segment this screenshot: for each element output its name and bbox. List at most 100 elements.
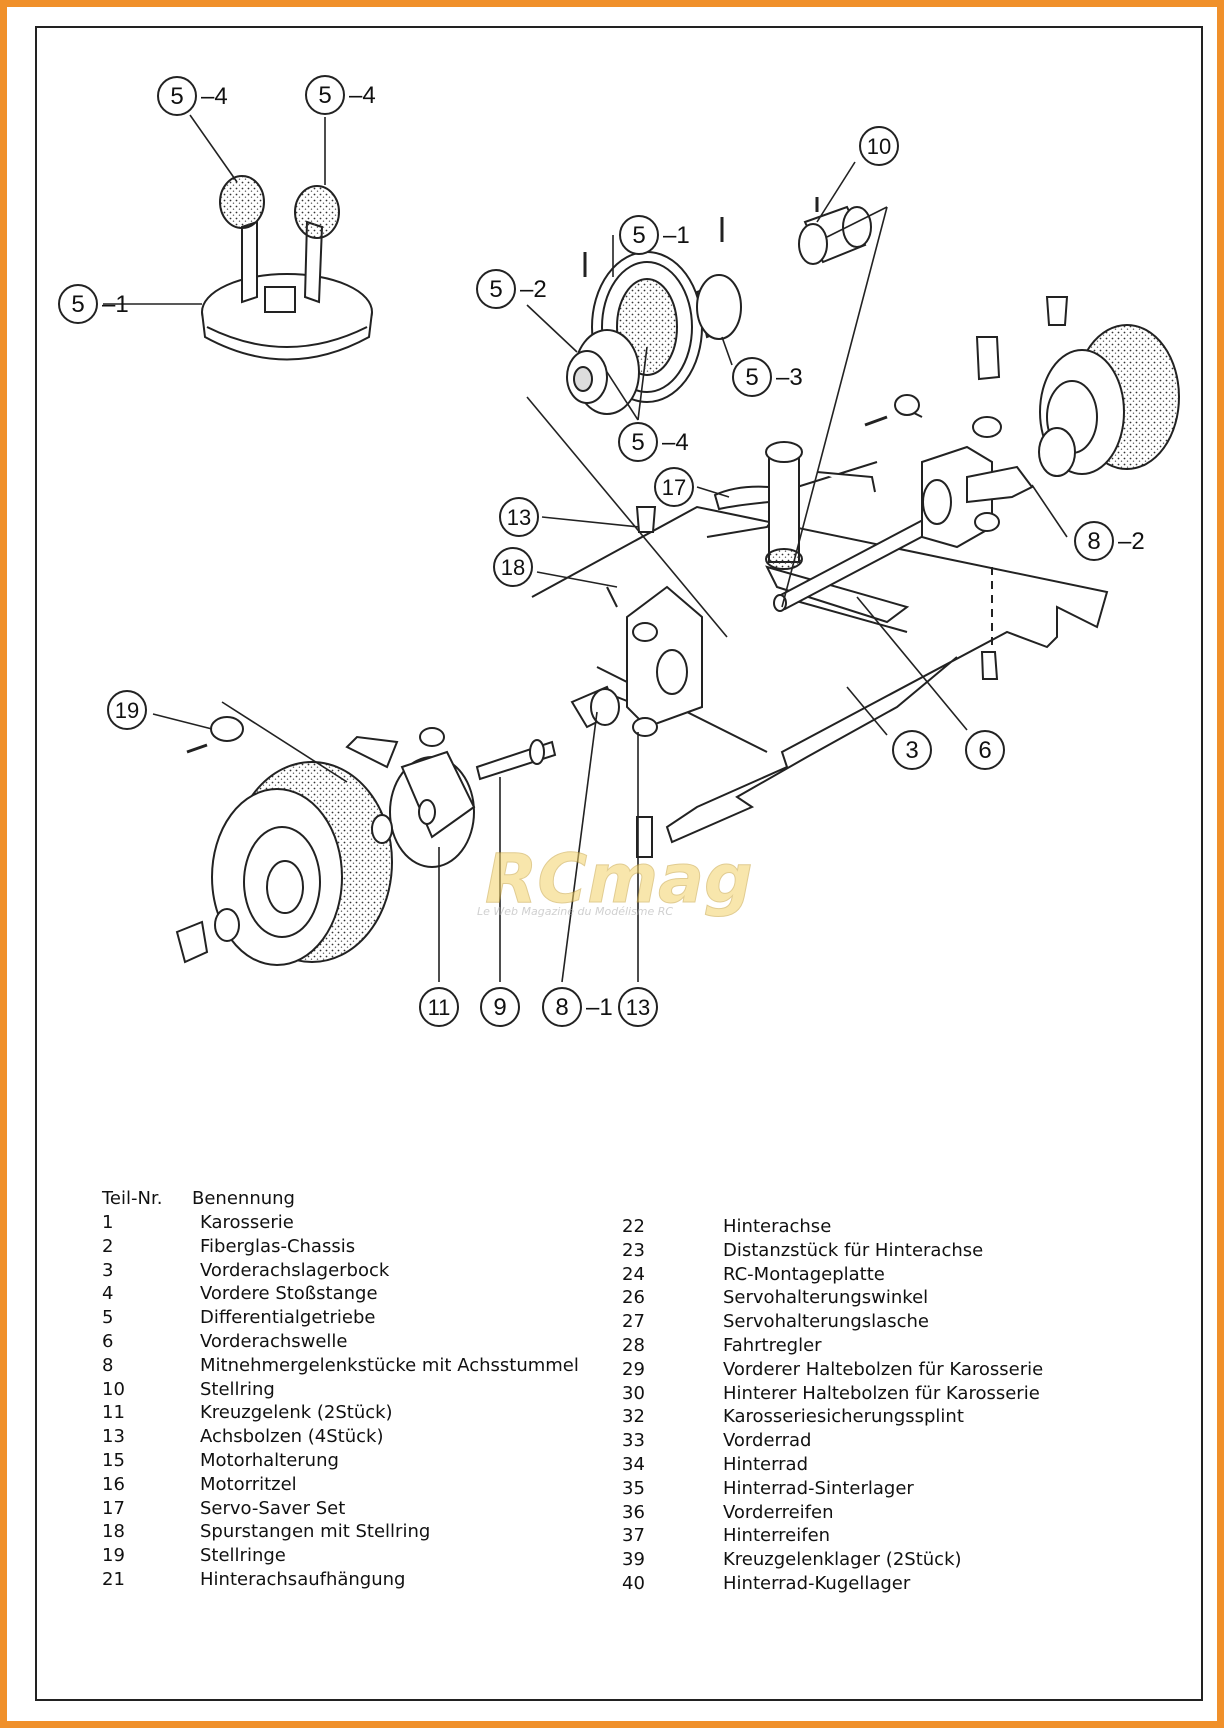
callout-number: 5: [318, 82, 331, 109]
differential-detail-inset: [201, 175, 373, 361]
callout-number: 11: [428, 995, 451, 1020]
part-name: Servo-Saver Set: [200, 1497, 346, 1519]
part-name: Karosserie: [200, 1212, 294, 1233]
part-number: 17: [102, 1497, 125, 1519]
part-number: 24: [622, 1263, 645, 1285]
watermark-tagline: Le Web Magazine du Modélisme RC: [477, 905, 673, 918]
part-name: Vorderreifen: [723, 1501, 834, 1523]
part-name: Distanzstück für Hinterachse: [723, 1239, 984, 1261]
part-name: Motorhalterung: [200, 1450, 339, 1471]
part-name: Hinterrad: [723, 1454, 809, 1475]
callout-circle: [732, 357, 772, 397]
part-name: Hinterreifen: [723, 1525, 831, 1547]
page-frame: RCmag Le Web Magazine du Modélisme RC 5–…: [7, 7, 1217, 1721]
callout-circle: [965, 730, 1005, 770]
callout-circle: [58, 284, 98, 324]
part-number: 23: [622, 1239, 645, 1261]
callout-suffix: –2: [520, 276, 547, 303]
callout-number: 18: [501, 555, 525, 580]
part-number: 35: [622, 1477, 645, 1499]
chassis-plate: [531, 461, 1109, 844]
part-name: Achsbolzen (4Stück): [200, 1426, 384, 1448]
part-name: Vorderer Haltebolzen für Karosserie: [723, 1358, 1044, 1380]
part-name: Vorderachslagerbock: [200, 1259, 390, 1281]
callout-number: 8: [555, 994, 568, 1021]
callout-circle: [157, 76, 197, 116]
callout-suffix: –2: [1118, 528, 1145, 555]
page-border: [35, 26, 1203, 1701]
part-name: Servohalterungslasche: [723, 1311, 929, 1333]
part-name: Kreuzgelenk (2Stück): [200, 1402, 393, 1424]
callout-suffix: –1: [586, 994, 613, 1021]
servo-saver: [713, 441, 876, 570]
part-name: Stellring: [200, 1378, 275, 1400]
part-name: Spurstangen mit Stellring: [200, 1521, 431, 1543]
callout-number: 19: [115, 698, 139, 723]
part-number: 3: [102, 1259, 114, 1281]
callout-circle: [618, 987, 658, 1027]
callout-circle: [493, 547, 533, 587]
callout-number: 13: [626, 995, 650, 1020]
callout-number: 5: [71, 291, 84, 318]
part-name: Hinterer Haltebolzen für Karosserie: [723, 1382, 1040, 1404]
right-wheel: [1038, 296, 1180, 477]
part-name: Motorritzel: [200, 1473, 297, 1495]
callout-circle: [419, 987, 459, 1027]
callout-12: 19: [107, 690, 147, 730]
part-number: 32: [622, 1406, 645, 1428]
callout-10: 18: [493, 547, 533, 587]
part-number: 16: [102, 1473, 125, 1495]
callout-7: 5–4: [618, 422, 689, 462]
part-name: Differentialgetriebe: [200, 1307, 376, 1329]
part-number: 15: [102, 1450, 125, 1471]
callout-1: 5–4: [305, 75, 376, 115]
callout-3: 10: [859, 126, 899, 166]
part-number: 26: [622, 1287, 645, 1309]
callout-15: 11: [419, 987, 459, 1027]
part-number: 21: [102, 1569, 125, 1590]
collar-part: [798, 197, 872, 265]
part-number: 5: [102, 1307, 114, 1329]
part-number: 2: [102, 1235, 114, 1257]
callout-2: 5 –1: [58, 284, 129, 324]
left-knuckle-assembly: [186, 506, 703, 868]
part-name: Hinterachse: [723, 1216, 832, 1237]
part-number: 27: [622, 1311, 645, 1333]
right-steering-knuckle: [864, 336, 1034, 680]
callout-circle: [542, 987, 582, 1027]
part-name: Vordere Stoßstange: [200, 1283, 378, 1305]
callout-9: 13: [499, 497, 539, 537]
part-number: 18: [102, 1521, 125, 1543]
part-name: Fahrtregler: [723, 1335, 822, 1356]
part-number: 11: [102, 1402, 125, 1424]
callout-circle: [499, 497, 539, 537]
part-number: 39: [622, 1549, 645, 1571]
part-name: Hinterrad-Kugellager: [723, 1573, 911, 1594]
callout-number: 5: [170, 83, 183, 110]
callout-number: 5: [489, 276, 502, 303]
callout-suffix: –4: [201, 83, 228, 110]
callout-circle: [107, 690, 147, 730]
callout-circle: [619, 215, 659, 255]
callout-number: 5: [745, 364, 758, 391]
part-number: 30: [622, 1382, 645, 1404]
part-number: 8: [102, 1354, 114, 1376]
callout-13: 3: [892, 730, 932, 770]
callout-suffix: –1: [102, 291, 129, 318]
part-number: 1: [102, 1212, 114, 1233]
callout-suffix: –4: [662, 429, 689, 456]
callout-circle: [305, 75, 345, 115]
callout-5: 5 –2: [476, 269, 547, 309]
left-wheel: [175, 761, 393, 966]
part-number: 28: [622, 1335, 645, 1356]
part-name: RC-Montageplatte: [723, 1263, 885, 1285]
part-name: Mitnehmergelenkstücke mit Achsstummel: [200, 1354, 579, 1376]
callout-14: 6: [965, 730, 1005, 770]
callout-number: 3: [905, 737, 918, 764]
part-name: Fiberglas-Chassis: [200, 1235, 356, 1257]
leader-lines: [103, 114, 1068, 983]
callout-circle: [476, 269, 516, 309]
callout-0: 5 –4: [157, 76, 228, 116]
part-number: 22: [622, 1216, 645, 1237]
part-name: Servohalterungswinkel: [723, 1287, 929, 1309]
